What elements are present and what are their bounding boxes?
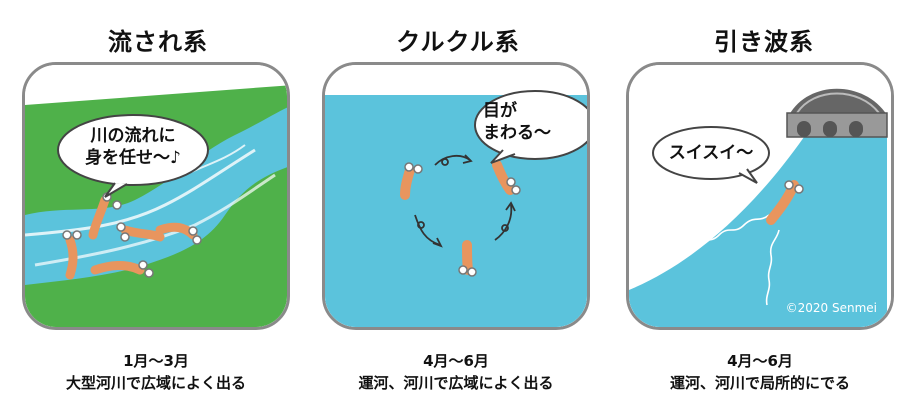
period: 4月～6月 <box>727 352 793 370</box>
creature-group <box>65 195 198 280</box>
panel-3-title: 引き波系 <box>714 28 814 56</box>
bubble-line-2: 身を任せ～♪ <box>85 148 181 168</box>
bridge-icon <box>786 88 888 138</box>
period: 4月～6月 <box>423 352 489 370</box>
creature-group <box>400 160 515 275</box>
wake-water <box>629 137 887 327</box>
panel-1-illustration: 川の流れに 身を任せ～♪ <box>22 62 290 330</box>
wake-scene <box>629 65 891 327</box>
bubble-text: 川の流れに 身を任せ～♪ <box>63 125 203 169</box>
panel-2-caption: 4月～6月 運河、河川で広域によく出る <box>316 350 596 394</box>
creature <box>766 180 799 225</box>
wake-lines <box>668 214 780 306</box>
canal-scene <box>325 65 587 327</box>
bubble-text: 目が まわる～ <box>483 100 583 144</box>
bubble-text: スイスイ～ <box>659 142 763 164</box>
bubble-line-1: スイスイ～ <box>668 143 754 163</box>
panel-2-illustration: 目が まわる～ <box>322 62 590 330</box>
river-scene <box>25 65 287 327</box>
panel-1-caption: 1月～3月 大型河川で広域によく出る <box>16 350 296 394</box>
description: 大型河川で広域によく出る <box>65 374 246 392</box>
panel-1-title: 流され系 <box>108 28 208 56</box>
speech-bubble <box>57 114 209 186</box>
period: 1月～3月 <box>123 352 189 370</box>
speech-bubble <box>652 126 770 180</box>
copyright-text: ©2020 Senmei <box>785 301 877 315</box>
river-water <box>25 107 287 285</box>
description: 運河、河川で局所的にでる <box>669 374 850 392</box>
rotation-arrows <box>414 154 516 248</box>
panel-3-illustration: スイスイ～ ©2020 Senmei <box>626 62 894 330</box>
bubble-line-2: まわる～ <box>483 123 551 143</box>
bubble-line-1: 川の流れに <box>90 126 176 146</box>
panel-3-caption: 4月～6月 運河、河川で局所的にでる <box>620 350 900 394</box>
description: 運河、河川で広域によく出る <box>358 374 554 392</box>
speech-bubble <box>474 90 587 160</box>
panel-2-title: クルクル系 <box>396 28 520 56</box>
bubble-line-1: 目が <box>483 101 517 121</box>
